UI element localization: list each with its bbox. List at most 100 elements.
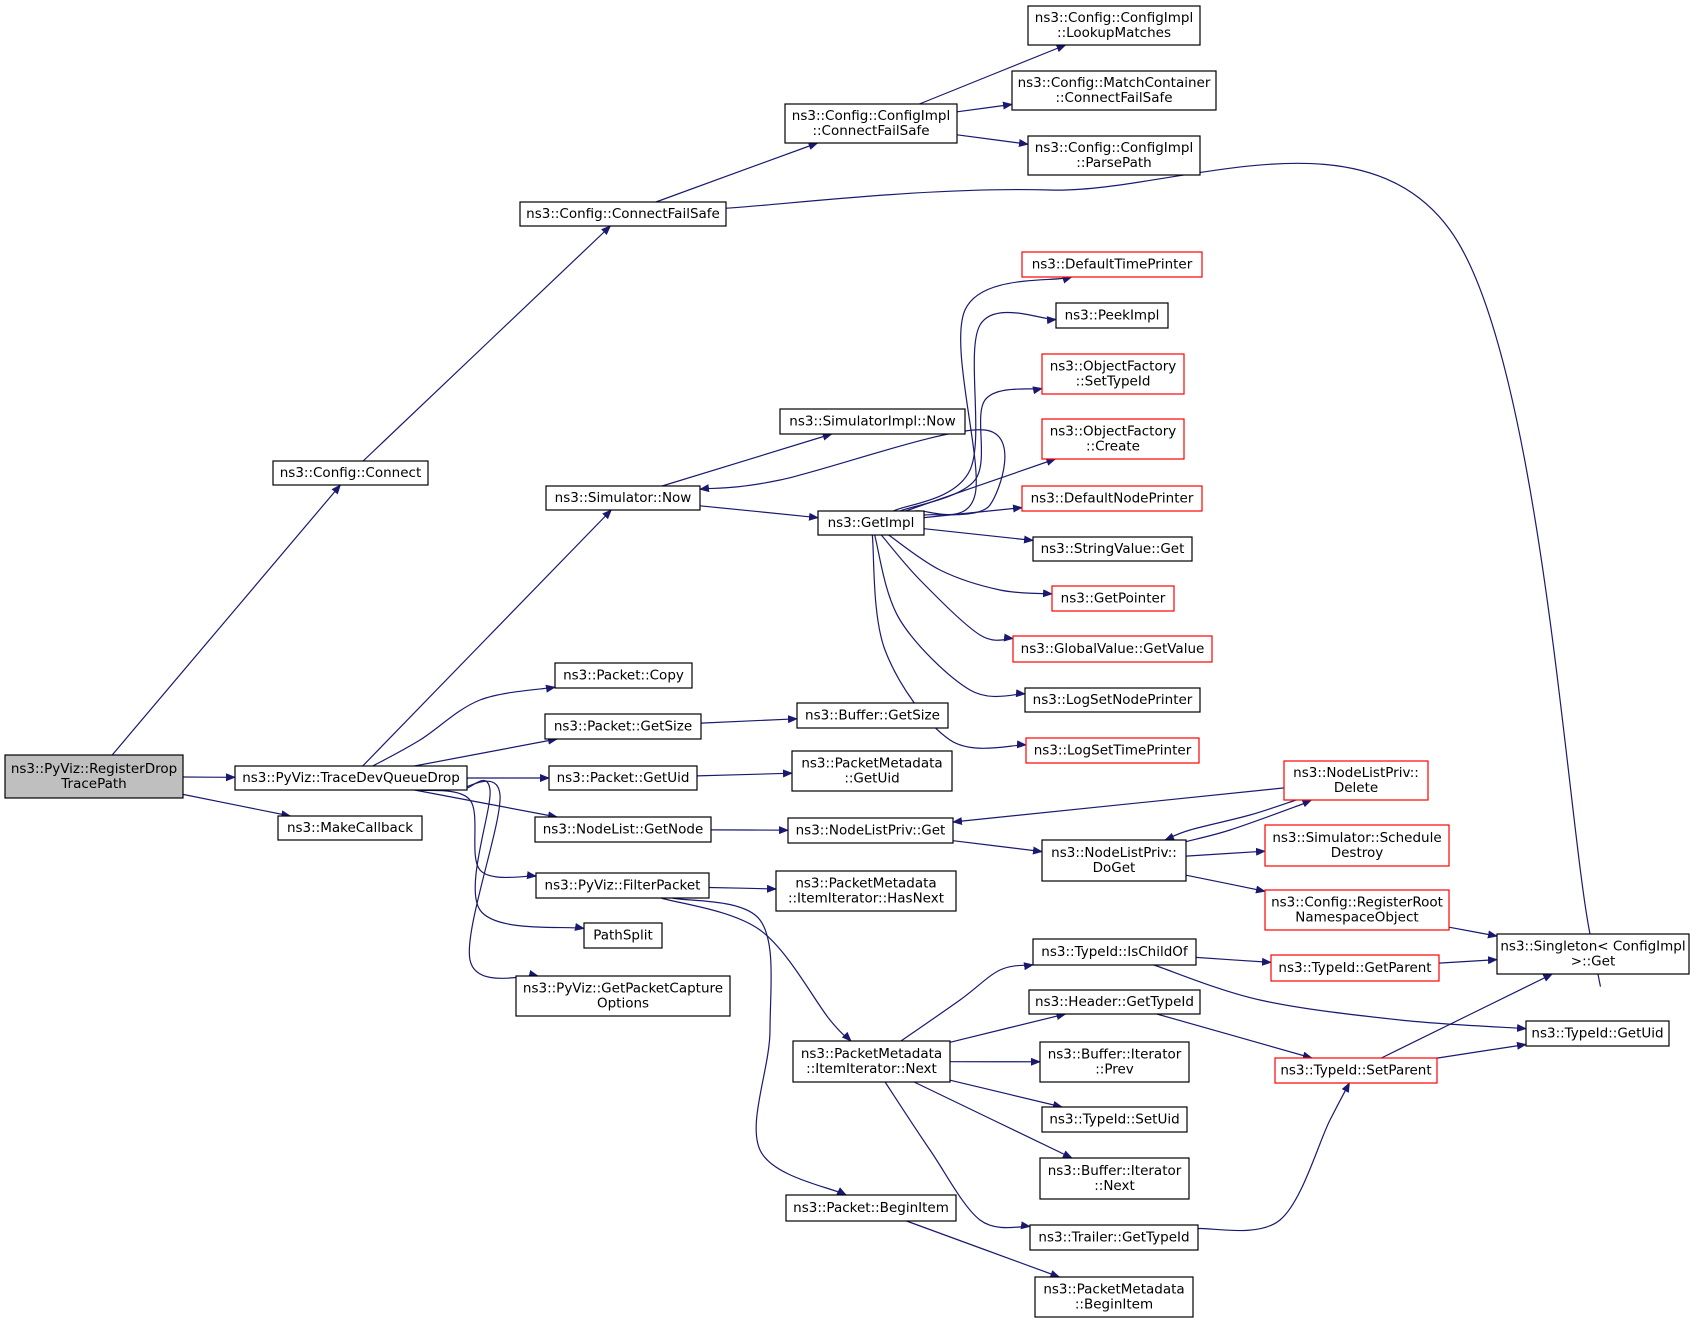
node-box-packet_copy[interactable] — [554, 662, 693, 689]
node-box-object_factory_create[interactable] — [1041, 418, 1185, 460]
node-packet_metadata_begin_item[interactable]: ns3::PacketMetadata::BeginItem — [1034, 1276, 1194, 1318]
node-configimpl_lookup_matches[interactable]: ns3::Config::ConfigImpl::LookupMatches — [1027, 5, 1201, 46]
node-box-configimpl_parse_path[interactable] — [1027, 135, 1201, 176]
node-box-node_list_get_node[interactable] — [534, 816, 712, 843]
node-simulatorimpl_now[interactable]: ns3::SimulatorImpl::Now — [779, 408, 966, 435]
node-box-singleton_get[interactable] — [1496, 933, 1690, 975]
node-box-type_id_get_parent[interactable] — [1270, 954, 1440, 982]
node-box-type_id_set_uid[interactable] — [1041, 1106, 1188, 1133]
node-config_connect_fail_safe[interactable]: ns3::Config::ConnectFailSafe — [519, 201, 727, 227]
node-make_callback[interactable]: ns3::MakeCallback — [277, 815, 423, 841]
node-configimpl_parse_path[interactable]: ns3::Config::ConfigImpl::ParsePath — [1027, 135, 1201, 176]
node-box-path_split[interactable] — [583, 922, 663, 949]
node-box-get_packet_capture_options[interactable] — [515, 975, 731, 1017]
node-node_list_priv_delete[interactable]: ns3::NodeListPriv::Delete — [1283, 760, 1429, 801]
node-buffer_iterator_next[interactable]: ns3::Buffer::Iterator::Next — [1039, 1157, 1190, 1200]
node-box-packet_get_size[interactable] — [544, 713, 702, 740]
node-box-log_set_node_printer[interactable] — [1024, 687, 1201, 713]
node-object_factory_create[interactable]: ns3::ObjectFactory::Create — [1041, 418, 1185, 460]
node-log_set_node_printer[interactable]: ns3::LogSetNodePrinter — [1024, 687, 1201, 713]
node-trailer_get_type_id[interactable]: ns3::Trailer::GetTypeId — [1029, 1224, 1199, 1251]
node-singleton_get[interactable]: ns3::Singleton< ConfigImpl>::Get — [1496, 933, 1690, 975]
node-box-simulator_now[interactable] — [545, 485, 701, 511]
node-simulator_now[interactable]: ns3::Simulator::Now — [545, 485, 701, 511]
node-packet_copy[interactable]: ns3::Packet::Copy — [554, 662, 693, 689]
node-box-peek_impl[interactable] — [1055, 302, 1169, 329]
node-box-match_container_connect_fail_safe[interactable] — [1011, 70, 1217, 111]
node-type_id_get_uid[interactable]: ns3::TypeId::GetUid — [1525, 1020, 1670, 1047]
node-box-object_factory_set_type_id[interactable] — [1041, 353, 1185, 395]
node-peek_impl[interactable]: ns3::PeekImpl — [1055, 302, 1169, 329]
node-header_get_type_id[interactable]: ns3::Header::GetTypeId — [1028, 989, 1201, 1015]
node-box-config_connect_fail_safe[interactable] — [519, 201, 727, 227]
node-box-buffer_iterator_next[interactable] — [1039, 1157, 1190, 1200]
node-node_list_get_node[interactable]: ns3::NodeList::GetNode — [534, 816, 712, 843]
node-box-packet_metadata_get_uid[interactable] — [791, 750, 953, 792]
node-box-trailer_get_type_id[interactable] — [1029, 1224, 1199, 1251]
node-get_pointer[interactable]: ns3::GetPointer — [1051, 585, 1175, 612]
node-box-default_time_printer[interactable] — [1021, 251, 1203, 278]
node-item_iterator_has_next[interactable]: ns3::PacketMetadata::ItemIterator::HasNe… — [775, 870, 957, 912]
node-box-header_get_type_id[interactable] — [1028, 989, 1201, 1015]
node-get_impl[interactable]: ns3::GetImpl — [817, 510, 925, 536]
node-node_list_priv_get[interactable]: ns3::NodeListPriv::Get — [787, 817, 954, 844]
node-path_split[interactable]: PathSplit — [583, 922, 663, 949]
node-box-root[interactable] — [4, 754, 184, 799]
node-box-get_pointer[interactable] — [1051, 585, 1175, 612]
node-configimpl_connect_fail_safe[interactable]: ns3::Config::ConfigImpl::ConnectFailSafe — [784, 103, 958, 144]
node-box-configimpl_connect_fail_safe[interactable] — [784, 103, 958, 144]
node-box-log_set_time_printer[interactable] — [1025, 737, 1200, 764]
node-buffer_iterator_prev[interactable]: ns3::Buffer::Iterator::Prev — [1039, 1041, 1190, 1083]
node-box-packet_begin_item[interactable] — [785, 1194, 957, 1222]
node-packet_get_uid[interactable]: ns3::Packet::GetUid — [548, 765, 698, 791]
node-box-global_value_get_value[interactable] — [1012, 635, 1213, 663]
node-filter_packet[interactable]: ns3::PyViz::FilterPacket — [535, 872, 710, 899]
node-box-packet_get_uid[interactable] — [548, 765, 698, 791]
node-object_factory_set_type_id[interactable]: ns3::ObjectFactory::SetTypeId — [1041, 353, 1185, 395]
node-global_value_get_value[interactable]: ns3::GlobalValue::GetValue — [1012, 635, 1213, 663]
node-box-configimpl_lookup_matches[interactable] — [1027, 5, 1201, 46]
node-box-type_id_set_parent[interactable] — [1274, 1057, 1438, 1084]
node-packet_get_size[interactable]: ns3::Packet::GetSize — [544, 713, 702, 740]
node-log_set_time_printer[interactable]: ns3::LogSetTimePrinter — [1025, 737, 1200, 764]
node-type_id_is_child_of[interactable]: ns3::TypeId::IsChildOf — [1032, 938, 1197, 966]
node-box-buffer_iterator_prev[interactable] — [1039, 1041, 1190, 1083]
node-box-type_id_get_uid[interactable] — [1525, 1020, 1670, 1047]
node-box-trace_dev_queue_drop[interactable] — [234, 765, 468, 791]
node-box-node_list_priv_get[interactable] — [787, 817, 954, 844]
node-box-simulatorimpl_now[interactable] — [779, 408, 966, 435]
node-trace_dev_queue_drop[interactable]: ns3::PyViz::TraceDevQueueDrop — [234, 765, 468, 791]
node-box-filter_packet[interactable] — [535, 872, 710, 899]
node-box-node_list_priv_do_get[interactable] — [1041, 839, 1187, 882]
node-box-register_root_namespace_object[interactable] — [1264, 889, 1450, 931]
node-box-default_node_printer[interactable] — [1021, 485, 1203, 512]
node-type_id_get_parent[interactable]: ns3::TypeId::GetParent — [1270, 954, 1440, 982]
node-match_container_connect_fail_safe[interactable]: ns3::Config::MatchContainer::ConnectFail… — [1011, 70, 1217, 111]
node-box-make_callback[interactable] — [277, 815, 423, 841]
node-type_id_set_uid[interactable]: ns3::TypeId::SetUid — [1041, 1106, 1188, 1133]
node-node_list_priv_do_get[interactable]: ns3::NodeListPriv::DoGet — [1041, 839, 1187, 882]
node-type_id_set_parent[interactable]: ns3::TypeId::SetParent — [1274, 1057, 1438, 1084]
node-box-buffer_get_size[interactable] — [796, 702, 949, 729]
node-box-type_id_is_child_of[interactable] — [1032, 938, 1197, 966]
node-config_connect[interactable]: ns3::Config::Connect — [272, 460, 429, 486]
node-box-packet_metadata_begin_item[interactable] — [1034, 1276, 1194, 1318]
node-default_node_printer[interactable]: ns3::DefaultNodePrinter — [1021, 485, 1203, 512]
node-box-item_iterator_next[interactable] — [792, 1040, 951, 1083]
node-item_iterator_next[interactable]: ns3::PacketMetadata::ItemIterator::Next — [792, 1040, 951, 1083]
node-buffer_get_size[interactable]: ns3::Buffer::GetSize — [796, 702, 949, 729]
node-packet_metadata_get_uid[interactable]: ns3::PacketMetadata::GetUid — [791, 750, 953, 792]
node-packet_begin_item[interactable]: ns3::Packet::BeginItem — [785, 1194, 957, 1222]
node-box-string_value_get[interactable] — [1032, 536, 1193, 562]
node-box-item_iterator_has_next[interactable] — [775, 870, 957, 912]
node-box-get_impl[interactable] — [817, 510, 925, 536]
node-box-node_list_priv_delete[interactable] — [1283, 760, 1429, 801]
node-string_value_get[interactable]: ns3::StringValue::Get — [1032, 536, 1193, 562]
node-box-simulator_schedule_destroy[interactable] — [1264, 824, 1450, 867]
node-default_time_printer[interactable]: ns3::DefaultTimePrinter — [1021, 251, 1203, 278]
node-box-config_connect[interactable] — [272, 460, 429, 486]
